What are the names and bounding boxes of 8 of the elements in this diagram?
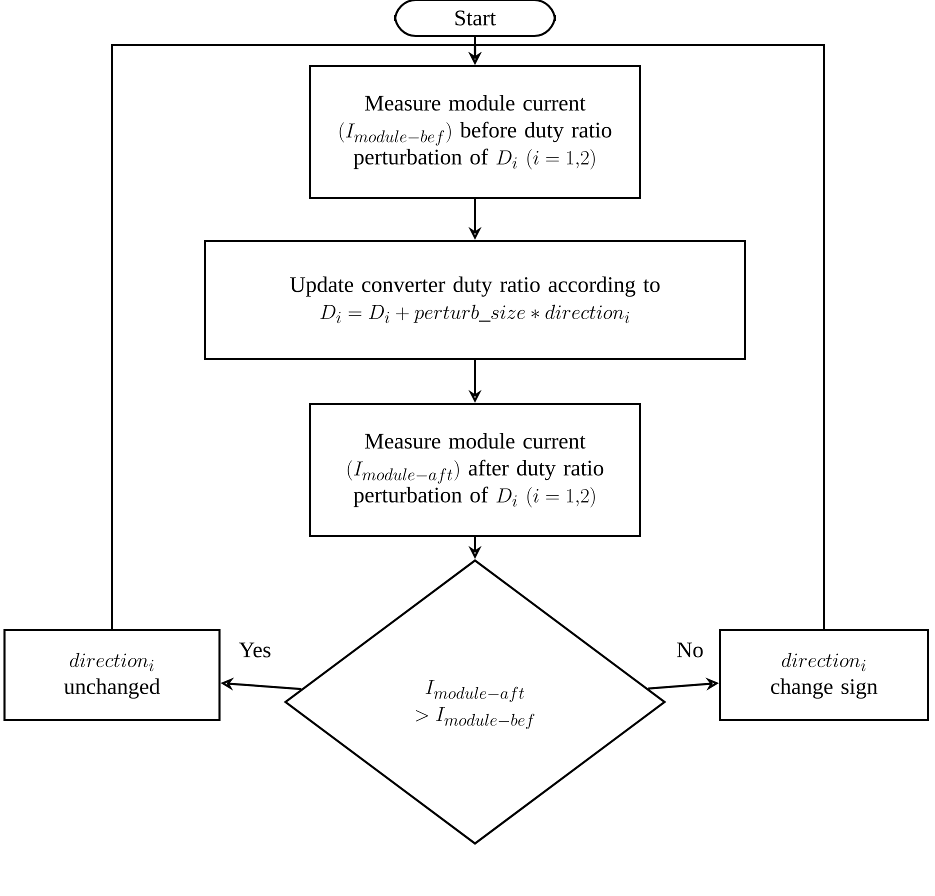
process-box: $\begin{array}{c}direction_i\\\text{unchanged}\end{array}$ bbox=[3, 628, 221, 722]
edge-label: Yes bbox=[238, 641, 272, 659]
process-box: $\begin{array}{c}\text{Measure module current}\\(I_{module-bef})\text{ before duty ratio}\\\text{perturbation of }D_i\ (i=1{,}2)\end{array}$ bbox=[308, 64, 642, 200]
process-box: $\begin{array}{c}direction_i\\\text{change sign}\end{array}$ bbox=[718, 628, 930, 722]
start-terminal: Start bbox=[394, 0, 556, 38]
process-box: $\begin{array}{c}\text{Update converter duty ratio according to}\\D_i=D_i+perturb\_size*direction_i\end{array}$ bbox=[204, 240, 746, 360]
edge-label: No bbox=[675, 641, 705, 659]
process-box: $\begin{array}{c}\text{Measure module current}\\(I_{module-aft})\text{ after duty ratio}\\\text{perturbation of }D_i\ (i=1{,}2)\end{array}$ bbox=[308, 402, 642, 538]
